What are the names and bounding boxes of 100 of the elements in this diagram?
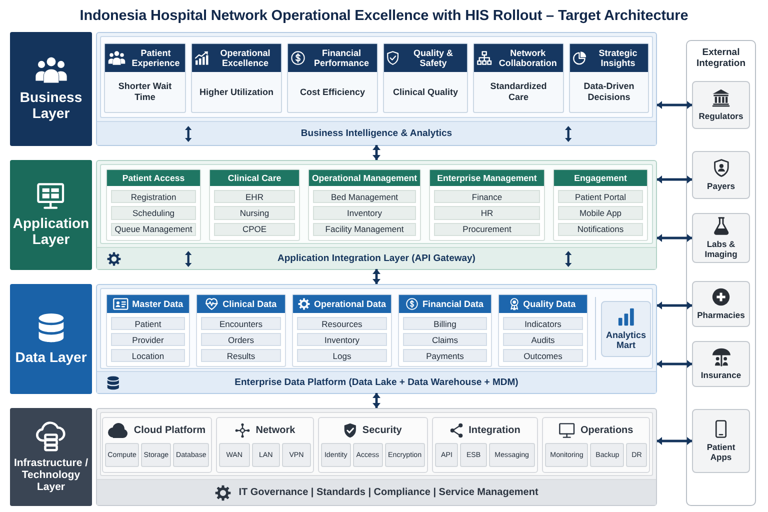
band-label: Business Intelligence & Analytics (300, 128, 452, 139)
goal-card (383, 43, 468, 113)
list-item: Finance (434, 190, 540, 204)
panel-title: External Integration (696, 47, 746, 69)
list-item: Location (111, 349, 185, 362)
list-item: Logs (297, 349, 387, 362)
data-card (498, 294, 588, 367)
card-header: Clinical Care (210, 170, 299, 186)
list-item: Inventory (313, 206, 416, 220)
double-arrow (657, 360, 692, 368)
list-item: Facility Management (313, 222, 416, 236)
external-card (692, 341, 750, 387)
external-label: Payers (707, 181, 735, 191)
outcome-text: Data-Driven Decisions (582, 81, 636, 103)
layer-band (97, 247, 656, 269)
module-card (106, 169, 201, 241)
platform-card (216, 417, 314, 473)
double-arrow (657, 302, 692, 310)
list-item: Indicators (503, 317, 583, 330)
data-card (196, 294, 286, 367)
external-label: Patient Apps (706, 442, 736, 462)
band-label: Enterprise Data Platform (Data Lake + Data Warehouse + MDM) (234, 377, 518, 388)
double-arrow (657, 437, 692, 445)
list-item: Patient (111, 317, 185, 330)
module-card (209, 169, 300, 241)
external-label: Insurance (700, 370, 742, 380)
outcome-text: Standardized Care (489, 81, 548, 103)
card-title: Quality & Safety (412, 48, 454, 68)
module-card (553, 169, 648, 241)
card-title: Analytics Mart (604, 330, 648, 350)
external-card (692, 151, 750, 199)
card-title: Financial Performance (312, 48, 370, 68)
double-arrow (372, 393, 380, 408)
card-title: Operations (580, 424, 634, 436)
platform-card (318, 417, 428, 473)
list-item: Orders (201, 333, 281, 346)
list-item: CPOE (214, 222, 295, 236)
list-item: Nursing (214, 206, 295, 220)
list-item: Claims (403, 333, 487, 346)
double-arrow (372, 269, 380, 284)
band-label: IT Governance | Standards | Compliance | Service Management (238, 487, 538, 498)
goal-card (191, 43, 282, 113)
double-arrow (657, 101, 692, 109)
list-item: Scheduling (111, 206, 196, 220)
data-card (398, 294, 492, 367)
list-item: Mobile App (558, 206, 643, 220)
layer-title: Data Layer (15, 348, 87, 366)
layer-title: Business Layer (18, 88, 84, 122)
outcome-text: Shorter Wait Time (117, 81, 173, 103)
list-item: Provider (111, 333, 185, 346)
platform-card (102, 417, 212, 473)
outcome-text: Higher Utilization (200, 86, 274, 98)
card-title: Master Data (132, 299, 184, 309)
layer-title: Application Layer (12, 214, 90, 248)
module-card (308, 169, 421, 241)
external-card (692, 409, 750, 473)
card-title: Patient Experience (130, 48, 181, 68)
outcome-text: Cost Efficiency (300, 86, 366, 98)
layer-band (97, 479, 656, 505)
list-item: Procurement (434, 222, 540, 236)
list-item: Bed Management (313, 190, 416, 204)
list-item: Audits (503, 333, 583, 346)
external-card (692, 281, 750, 327)
list-item: Inventory (297, 333, 387, 346)
list-item: Payments (403, 349, 487, 362)
external-panel (686, 40, 756, 506)
external-label: Labs & Imaging (704, 239, 738, 259)
diagram-title: Indonesia Hospital Network Operational Excellence with HIS Rollout – Target Architecture (80, 8, 688, 24)
list-item: Billing (403, 317, 487, 330)
external-card (692, 213, 750, 263)
double-arrow (657, 234, 692, 242)
goal-card (569, 43, 649, 113)
card-title: Network (256, 424, 296, 436)
double-arrow (372, 145, 380, 160)
mart-card (601, 301, 651, 357)
external-label: Pharmacies (697, 310, 745, 320)
card-title: Clinical Data (222, 299, 277, 309)
layer-title: Infrastructure / Technology Layer (12, 456, 90, 494)
external-card (692, 81, 750, 129)
card-header: Operational Management (309, 170, 420, 186)
list-item: EHR (214, 190, 295, 204)
platform-card (432, 417, 538, 473)
data-card (106, 294, 190, 367)
outcome-text: Clinical Quality (392, 86, 458, 98)
card-title: Integration (468, 424, 520, 436)
card-title: Security (362, 424, 402, 436)
list-item: Patient Portal (558, 190, 643, 204)
card-title: Cloud Platform (134, 424, 206, 436)
card-title: Network Collaboration (498, 48, 558, 68)
band-label: Application Integration Layer (API Gateway) (278, 253, 476, 264)
card-title: Strategic Insights (598, 48, 638, 68)
card-title: Operational Data (314, 299, 386, 309)
list-item: Notifications (558, 222, 643, 236)
platform-card (542, 417, 650, 473)
module-card (429, 169, 545, 241)
card-title: Financial Data (422, 299, 484, 309)
list-item: Resources (297, 317, 387, 330)
card-header: Patient Access (107, 170, 200, 186)
list-item: Outcomes (503, 349, 583, 362)
external-label: Regulators (698, 111, 744, 121)
